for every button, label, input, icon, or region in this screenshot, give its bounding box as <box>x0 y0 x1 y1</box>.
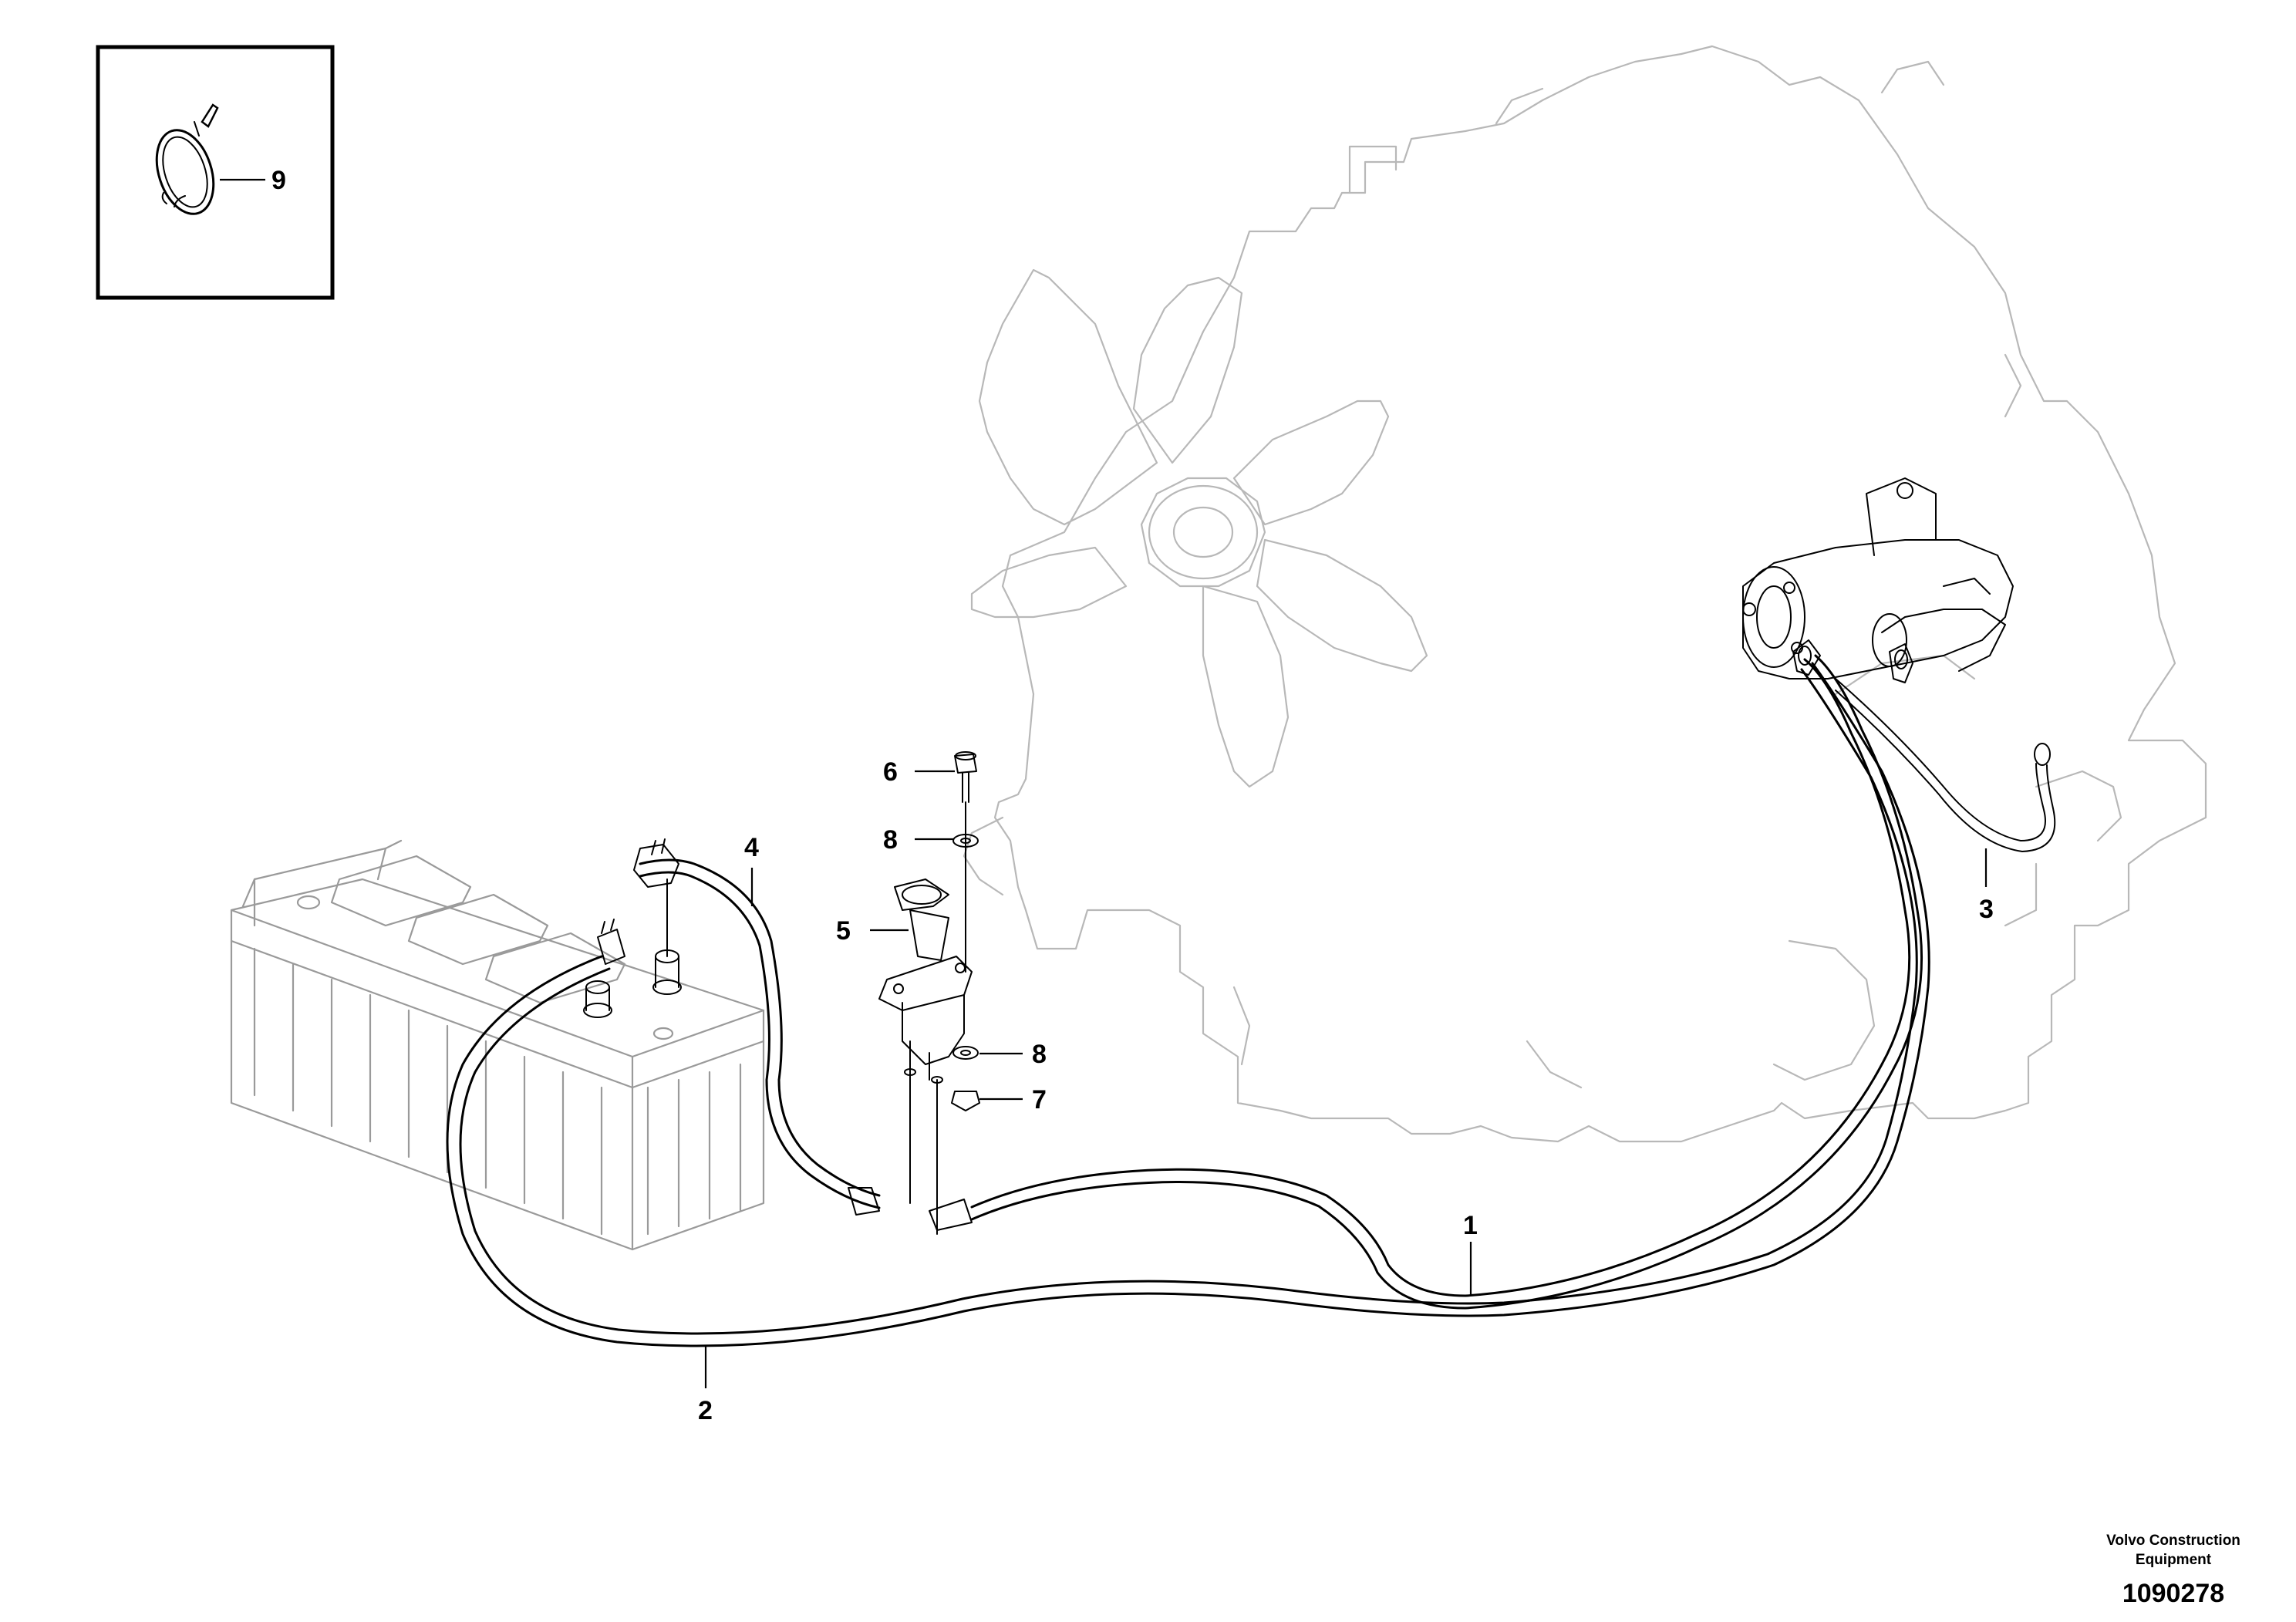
credit-line-2: Equipment <box>2136 1552 2212 1568</box>
washer-8-upper <box>952 834 979 848</box>
cable-4 <box>633 838 881 1216</box>
credit-line-1: Volvo Construction <box>2106 1533 2240 1549</box>
callout-7: 7 <box>1032 1085 1047 1114</box>
cable-tie-icon <box>155 103 219 215</box>
bolt-6 <box>954 751 977 973</box>
cable-3 <box>1835 678 2056 852</box>
engine-block <box>963 45 2207 1143</box>
callout-1: 1 <box>1463 1211 1478 1240</box>
battery-terminals <box>583 878 682 1018</box>
inset-box: 9 <box>96 45 335 300</box>
nut-7 <box>951 1091 980 1111</box>
leader-lines <box>704 770 1988 1388</box>
callout-6: 6 <box>883 757 898 787</box>
starter-lugs <box>1792 639 1913 683</box>
callout-8-upper: 8 <box>883 825 898 855</box>
washer-8-lower <box>952 1046 979 1060</box>
fan <box>970 268 1428 788</box>
callout-3: 3 <box>1979 895 1994 924</box>
battery-switch <box>878 878 973 1235</box>
callout-5: 5 <box>836 916 851 946</box>
callout-8-lower: 8 <box>1032 1040 1047 1069</box>
battery <box>230 839 765 1251</box>
callout-9: 9 <box>271 166 286 195</box>
cable-1 <box>929 654 1923 1310</box>
callout-2: 2 <box>698 1396 713 1425</box>
starter-motor <box>1742 477 2014 679</box>
drawing-number: 1090278 <box>2122 1579 2224 1608</box>
footer: Volvo Construction Equipment 1090278 <box>2106 1533 2240 1608</box>
callouts: 1 2 3 4 5 6 7 8 8 <box>698 757 1994 1425</box>
callout-4: 4 <box>744 833 759 862</box>
cable-2 <box>446 662 1930 1347</box>
